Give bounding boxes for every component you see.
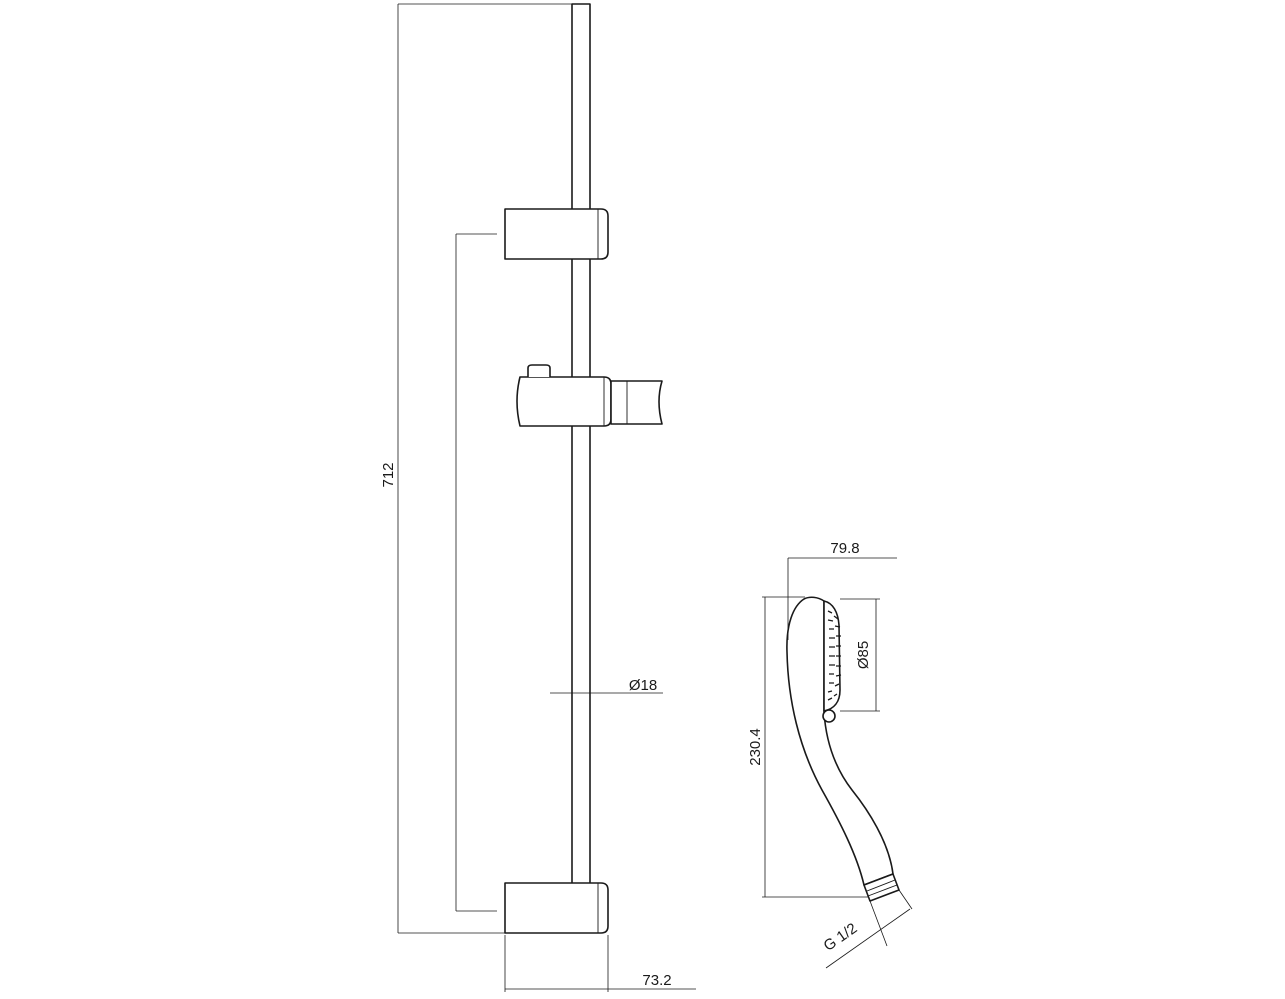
rail-tube — [571, 3, 591, 893]
slider-button — [527, 364, 551, 377]
slide-rail-assembly — [504, 3, 663, 934]
rail-diameter-dimension: Ø18 — [550, 677, 663, 694]
rail-height-label: 712 — [380, 462, 397, 487]
rail-depth-dimension: 73.2 — [504, 935, 696, 992]
bottom-wall-bracket — [504, 882, 609, 934]
top-wall-bracket — [504, 208, 609, 260]
rail-height-dimension: 712 — [380, 3, 572, 934]
handshower-length-label: 230.4 — [747, 728, 764, 766]
handshower-width-dimension: 79.8 — [787, 540, 897, 640]
bracket-spacing-lines — [455, 233, 497, 912]
hand-shower — [786, 596, 900, 902]
rail-diameter-label: Ø18 — [629, 677, 657, 694]
thread-label: G 1/2 — [821, 920, 861, 955]
slider-holder — [516, 364, 663, 427]
head-diameter-dimension: Ø85 — [840, 598, 880, 712]
thread-dimension: G 1/2 — [821, 889, 913, 969]
rail-depth-label: 73.2 — [642, 972, 671, 989]
handshower-width-label: 79.8 — [830, 540, 859, 557]
spray-nozzles — [827, 610, 842, 701]
handshower-length-dimension: 230.4 — [747, 596, 868, 898]
holder-cradle — [610, 380, 663, 425]
head-diameter-label: Ø85 — [855, 641, 872, 669]
spray-selector-button — [822, 709, 836, 723]
